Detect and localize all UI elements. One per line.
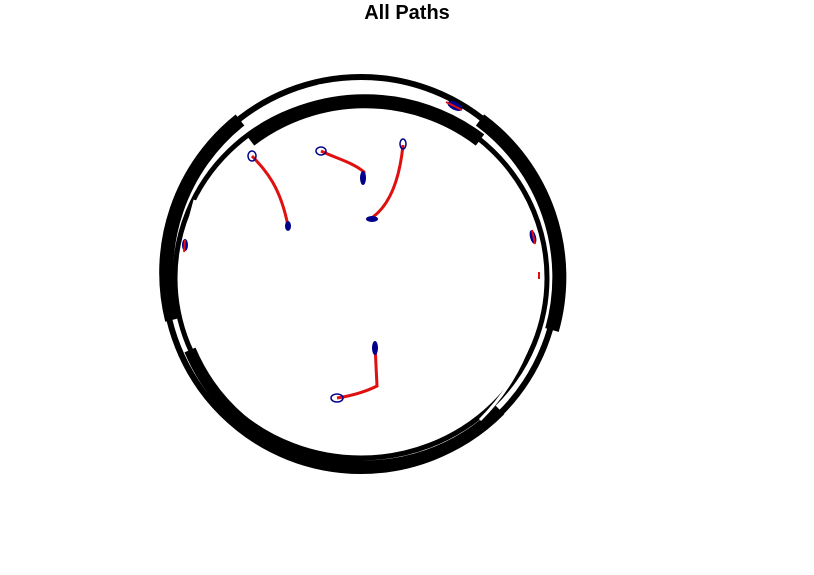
- arena-dish: [159, 74, 567, 474]
- arena-top-band: [245, 94, 485, 146]
- edge-marker-right: [529, 229, 540, 279]
- arena-right-highlight: [478, 299, 542, 422]
- edge-marker-top: [445, 101, 463, 111]
- arena-bottom-highlight: [203, 358, 351, 454]
- figure-title: All Paths: [364, 2, 450, 24]
- arena-bottom-band: [184, 347, 505, 473]
- edge-marker-left: [182, 239, 188, 253]
- arena-top-highlight: [317, 81, 401, 88]
- arena-right-band: [475, 114, 567, 332]
- arena-left-band: [159, 114, 245, 322]
- path-4: [330, 341, 379, 403]
- path-1: [247, 150, 291, 231]
- path-3: [366, 138, 407, 222]
- path-2: [315, 146, 366, 185]
- edge-markers: [182, 101, 540, 279]
